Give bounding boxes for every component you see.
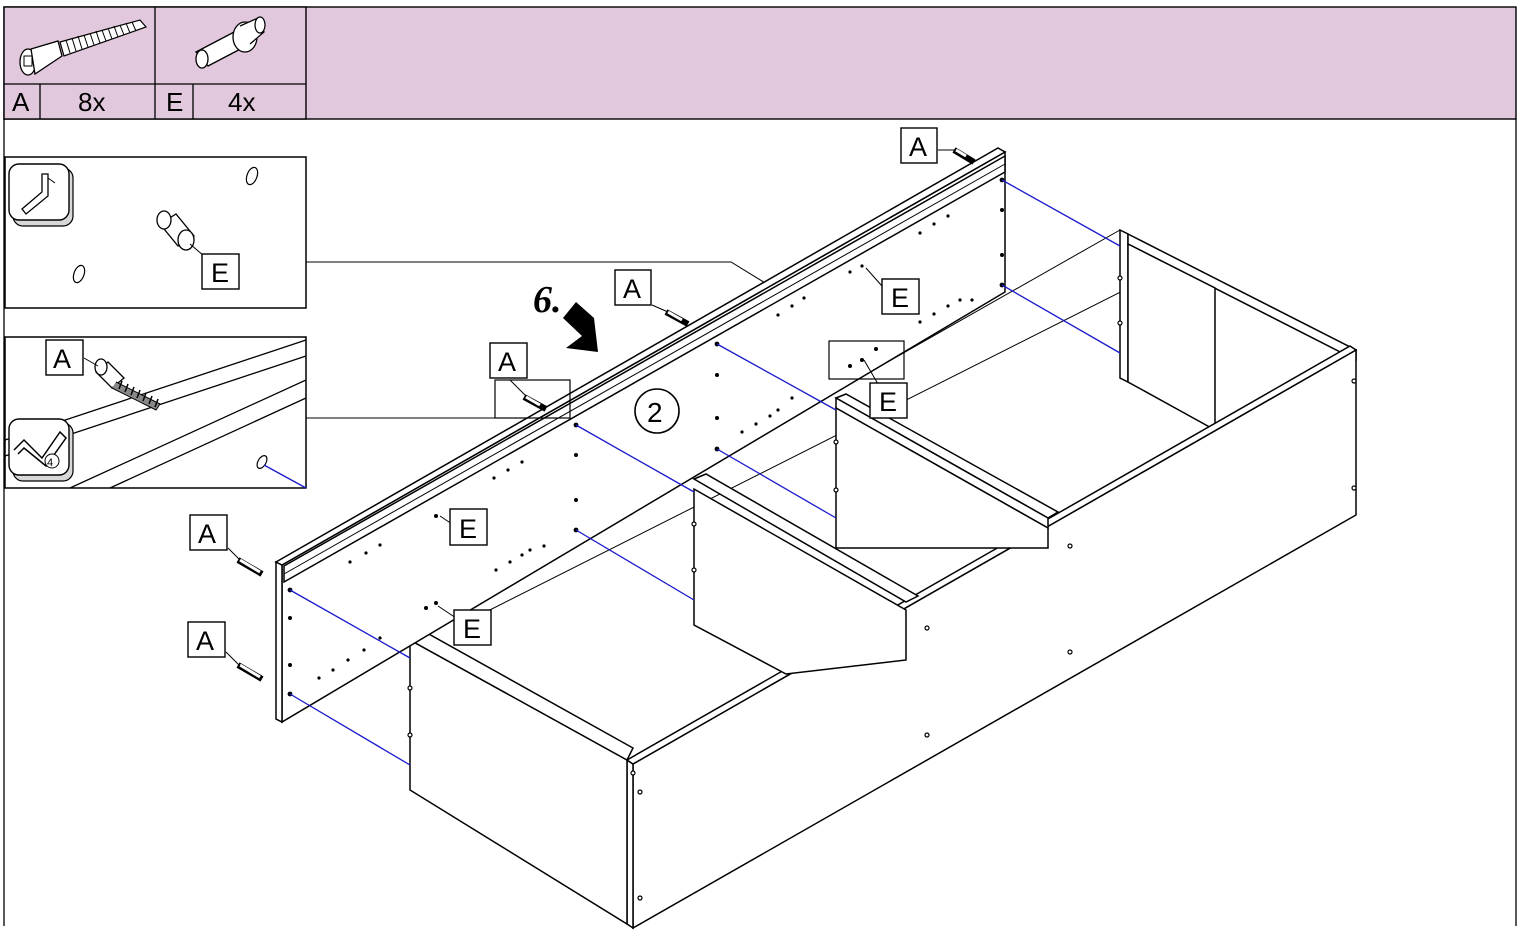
callout-e-left-upper: E xyxy=(459,514,477,544)
callout-e-middle-right: E xyxy=(879,387,897,417)
allen-key-icon xyxy=(8,163,74,227)
rear-partition-panel xyxy=(1119,228,1357,432)
alignment-guides xyxy=(289,179,1121,766)
hardware-e-letter: E xyxy=(166,87,183,117)
callout-a-top-right: A xyxy=(909,132,927,162)
callout-e-top-right: E xyxy=(891,283,909,313)
back-long-panel xyxy=(274,147,1007,724)
dowel-detail xyxy=(156,210,195,251)
detail-inset-bolt: A 4 xyxy=(4,336,307,489)
callout-e-left-lower: E xyxy=(463,614,481,644)
middle-partition-left xyxy=(692,473,920,675)
zoom-box-bolt xyxy=(494,379,571,419)
hardware-header: A 8x E 4x xyxy=(3,6,1517,120)
screwdriver-turn-icon: 4 xyxy=(8,418,74,482)
sub-step-number: 2 xyxy=(647,397,663,428)
insert-direction-arrow-icon xyxy=(563,298,598,352)
callout-e-detail: E xyxy=(211,258,229,288)
bolt-detail xyxy=(94,358,161,411)
callout-a-detail: A xyxy=(53,344,71,374)
step-number: 6. xyxy=(533,279,562,321)
callout-a-top-middle: A xyxy=(623,274,641,304)
sub-step-circle xyxy=(634,388,680,434)
panel-holes xyxy=(287,177,1357,901)
hardware-a-qty: 8x xyxy=(78,87,105,117)
callout-a-left-upper: A xyxy=(198,519,216,549)
detail-inset-dowel: E xyxy=(4,156,307,309)
cam-bolt-icon xyxy=(19,19,148,76)
cam-bolt-parts xyxy=(236,147,976,682)
left-end-panel xyxy=(409,627,634,926)
assembly-drawing: 6. 2 A A A A A E E E E xyxy=(187,127,1358,930)
hardware-e-qty: 4x xyxy=(228,87,255,117)
callout-a-left-lower: A xyxy=(196,626,214,656)
hardware-a-letter: A xyxy=(12,87,30,117)
middle-partition-right xyxy=(834,393,1060,549)
cam-dowel-icon xyxy=(194,16,266,69)
turns-label: 4 xyxy=(47,457,53,469)
callout-a-middle: A xyxy=(498,347,516,377)
zoom-box-dowel xyxy=(828,340,905,380)
